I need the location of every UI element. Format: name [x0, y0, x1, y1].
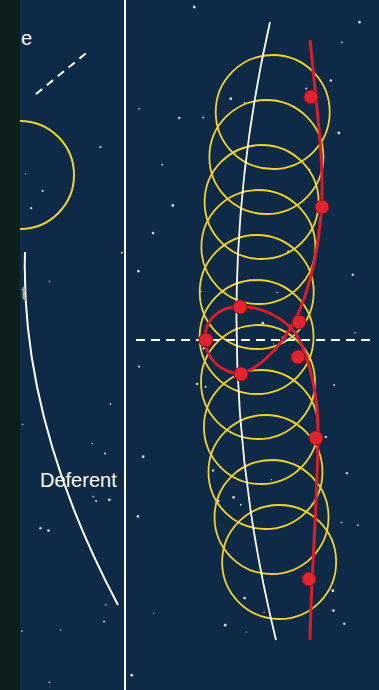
panel-divider	[124, 0, 126, 690]
star	[337, 131, 340, 134]
star	[243, 597, 246, 600]
star	[161, 164, 163, 166]
star	[246, 631, 247, 632]
star	[153, 612, 154, 613]
star	[332, 609, 335, 612]
epicycle-circle	[205, 145, 319, 259]
deferent-arc	[25, 252, 118, 605]
star	[108, 498, 111, 501]
star	[121, 252, 123, 254]
dashed-line	[36, 50, 90, 94]
star	[138, 108, 140, 110]
planet-dot	[199, 333, 213, 347]
planet-dot	[304, 90, 318, 104]
star	[60, 629, 61, 630]
star	[92, 443, 93, 444]
star	[171, 204, 174, 207]
star	[99, 146, 101, 148]
star	[343, 623, 345, 625]
epicycle-circle	[201, 190, 315, 304]
star	[273, 343, 274, 344]
star	[202, 117, 204, 119]
star	[354, 332, 356, 334]
star	[138, 365, 140, 367]
epicycle-circle	[20, 121, 74, 229]
star	[202, 347, 204, 349]
left-strip	[0, 0, 20, 690]
star	[305, 87, 307, 89]
star	[261, 322, 264, 325]
star	[105, 604, 107, 606]
label-text: e	[21, 28, 32, 48]
star	[93, 496, 95, 498]
star	[271, 479, 272, 480]
star	[142, 455, 145, 458]
star	[325, 436, 327, 438]
star	[49, 682, 51, 684]
star	[333, 384, 335, 386]
planet-dot	[309, 431, 323, 445]
epicycle-circle	[215, 460, 329, 574]
dashed-line	[136, 339, 376, 341]
stars	[21, 6, 361, 684]
star	[152, 232, 155, 235]
star	[341, 522, 343, 524]
star	[276, 292, 278, 294]
star	[346, 472, 348, 474]
epicycle-circle	[200, 235, 314, 349]
star	[330, 79, 333, 82]
star	[205, 386, 207, 388]
star	[357, 524, 359, 526]
star	[240, 504, 242, 506]
star	[229, 97, 232, 100]
star	[103, 620, 105, 622]
star	[104, 453, 106, 455]
label-text: Deferent	[40, 470, 117, 490]
planet-dot	[292, 315, 306, 329]
star	[130, 674, 133, 677]
deferent-arc	[236, 22, 276, 640]
star	[25, 173, 26, 174]
star	[193, 6, 196, 9]
planet-dot	[315, 200, 329, 214]
planet-path	[205, 40, 322, 640]
star	[341, 41, 343, 43]
star	[137, 270, 140, 273]
star	[212, 469, 214, 471]
star	[95, 500, 97, 502]
star	[232, 496, 235, 499]
star	[47, 529, 50, 532]
star	[178, 117, 180, 119]
star	[109, 403, 111, 405]
star	[21, 630, 23, 632]
epicycle-circle	[222, 505, 336, 619]
star	[351, 274, 353, 276]
star	[49, 281, 50, 282]
star	[39, 527, 41, 529]
planet-dots	[199, 90, 329, 586]
star	[30, 207, 32, 209]
planet-dot	[291, 350, 305, 364]
star	[358, 21, 361, 24]
star	[196, 383, 199, 386]
star	[331, 589, 334, 592]
star	[137, 515, 140, 518]
star	[263, 612, 264, 613]
epicycle-circle	[201, 325, 315, 439]
star	[42, 190, 44, 192]
star	[224, 624, 227, 627]
planet-dot	[233, 300, 247, 314]
planet-dot	[234, 367, 248, 381]
star	[22, 424, 24, 426]
planet-dot	[302, 572, 316, 586]
label-text: t	[21, 283, 27, 303]
